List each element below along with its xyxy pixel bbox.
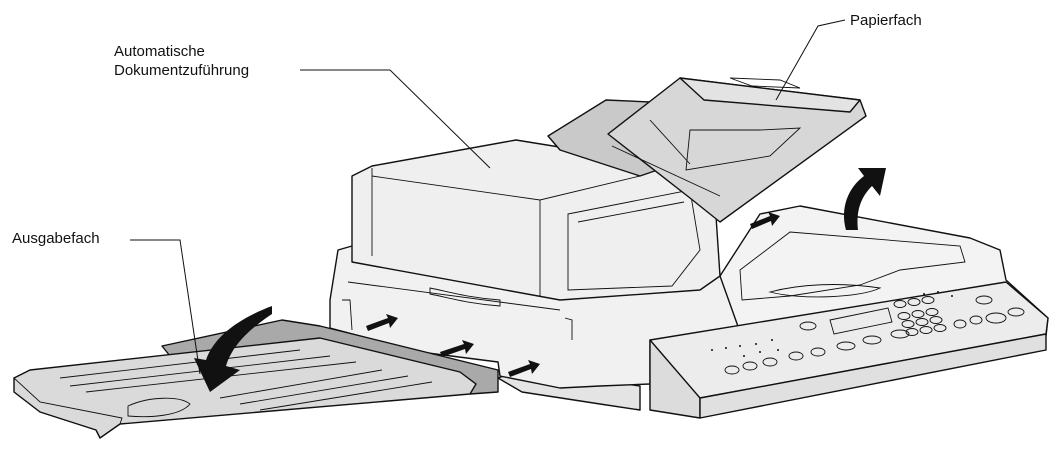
panel-button bbox=[985, 312, 1007, 324]
label-document-feeder: Automatische Dokumentzuführung bbox=[114, 42, 249, 80]
indicator-dot bbox=[739, 345, 741, 347]
label-paper-tray: Papierfach bbox=[850, 12, 922, 29]
panel-button bbox=[901, 320, 915, 328]
panel-button bbox=[929, 316, 943, 324]
panel-button bbox=[933, 324, 947, 332]
output-tray-edge bbox=[13, 376, 123, 439]
panel-button bbox=[1007, 307, 1025, 317]
tray-rib bbox=[239, 375, 409, 405]
small-arrow-icon bbox=[366, 314, 398, 331]
panel-buttons bbox=[724, 295, 1025, 375]
panel-button bbox=[799, 321, 817, 331]
panel-button bbox=[836, 341, 856, 351]
panel-button bbox=[975, 295, 993, 305]
panel-button bbox=[969, 315, 983, 325]
small-arrow-icon bbox=[508, 360, 540, 377]
indicator-dot bbox=[759, 351, 761, 353]
tray-rib bbox=[59, 349, 301, 379]
tray-rib bbox=[259, 381, 433, 411]
panel-indicator-dots bbox=[711, 291, 953, 357]
paper-tray-grip bbox=[729, 77, 801, 89]
front-vent bbox=[429, 287, 501, 307]
indicator-dot bbox=[725, 347, 727, 349]
document-feeder bbox=[351, 139, 721, 301]
indicator-dot bbox=[743, 355, 745, 357]
panel-button bbox=[742, 361, 758, 371]
panel-button bbox=[919, 326, 933, 334]
paper-tray-rim bbox=[679, 77, 861, 113]
panel-button bbox=[907, 298, 921, 306]
curved-arrow-icon bbox=[194, 306, 272, 392]
indicator-dot bbox=[755, 343, 757, 345]
small-arrow-icon bbox=[440, 340, 474, 357]
leader-adf bbox=[300, 69, 491, 169]
label-document-feeder-line1: Automatische bbox=[114, 43, 205, 60]
curved-arrow-icon bbox=[844, 168, 886, 230]
front-slot-edge bbox=[342, 299, 353, 331]
panel-button bbox=[862, 335, 882, 345]
front-latch bbox=[564, 317, 573, 340]
panel-button bbox=[890, 329, 910, 339]
output-tray-cutout bbox=[127, 397, 191, 418]
front-slot-line bbox=[347, 281, 561, 311]
indicator-dot bbox=[777, 349, 779, 351]
movement-arrows bbox=[194, 168, 886, 392]
leader-paper-tray bbox=[775, 19, 846, 101]
small-arrow-icon bbox=[750, 212, 780, 229]
indicator-dot bbox=[937, 291, 939, 293]
indicator-dot bbox=[771, 339, 773, 341]
panel-button bbox=[897, 312, 911, 320]
paper-tray-assembly bbox=[547, 77, 867, 223]
flatbed-recess bbox=[739, 231, 966, 301]
panel-button bbox=[893, 300, 907, 308]
indicator-dot bbox=[923, 293, 925, 295]
panel-button bbox=[724, 365, 740, 375]
adf-panel-line bbox=[577, 201, 685, 223]
panel-button bbox=[921, 296, 935, 304]
leader-lines bbox=[130, 19, 846, 375]
panel-button bbox=[911, 310, 925, 318]
panel-display bbox=[829, 307, 893, 335]
tray-guide-line-2 bbox=[649, 119, 691, 165]
tray-guide-line bbox=[611, 145, 721, 197]
panel-button bbox=[925, 308, 939, 316]
adf-body bbox=[351, 139, 721, 301]
panel-button bbox=[915, 318, 929, 326]
label-output-tray: Ausgabefach bbox=[12, 230, 100, 247]
panel-button bbox=[762, 357, 778, 367]
label-document-feeder-line2: Dokumentzuführung bbox=[114, 62, 250, 79]
panel-front bbox=[699, 333, 1047, 419]
paper-guide bbox=[685, 127, 802, 171]
adf-side-panel bbox=[567, 189, 701, 291]
tray-rib bbox=[219, 369, 383, 399]
panel-button bbox=[788, 351, 804, 361]
flatbed-handle bbox=[768, 284, 882, 298]
panel-button bbox=[905, 328, 919, 336]
panel-button bbox=[953, 319, 967, 329]
panel-button bbox=[810, 347, 826, 357]
control-panel bbox=[649, 281, 1049, 419]
indicator-dot bbox=[711, 349, 713, 351]
indicator-dot bbox=[951, 295, 953, 297]
leader-output-tray bbox=[130, 239, 201, 375]
